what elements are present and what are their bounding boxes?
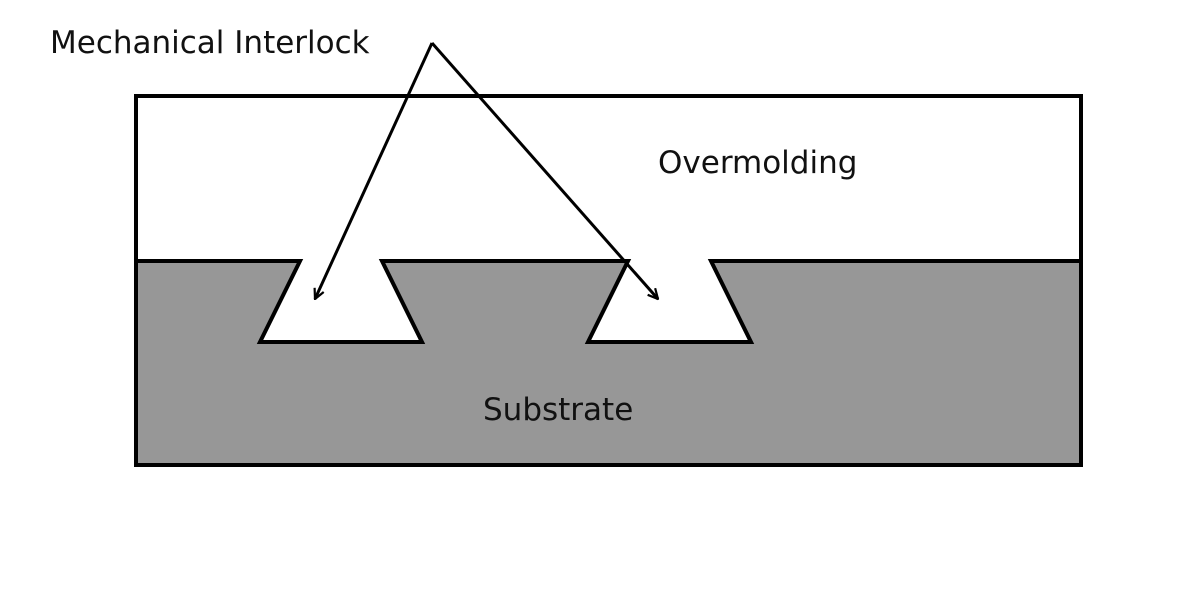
leader-arrow-left [315, 42, 434, 299]
leader-arrow-right [430, 42, 658, 299]
callout-label: Mechanical Interlock [50, 25, 370, 61]
outer-outline [134, 94, 1083, 467]
substrate-label: Substrate [483, 392, 633, 428]
interface-profile [136, 259, 1081, 344]
overmolding-label: Overmolding [658, 145, 857, 181]
substrate-layer [136, 261, 1081, 465]
overmolding-layer [136, 96, 1081, 262]
